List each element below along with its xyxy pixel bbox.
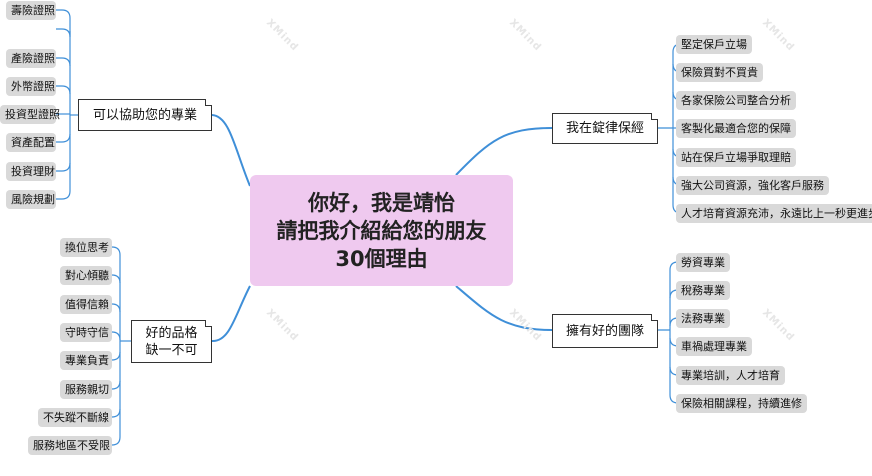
central-topic[interactable]: 你好，我是靖怡 請把我介紹給您的朋友 30個理由 bbox=[250, 175, 513, 286]
branch-topic-team[interactable]: 擁有好的團隊 bbox=[552, 314, 658, 348]
branch-topic-company[interactable]: 我在錠律保經 bbox=[552, 113, 658, 144]
central-line-2: 請把我介紹給您的朋友 bbox=[276, 218, 487, 243]
leaf-item[interactable]: 法務專業 bbox=[676, 309, 730, 328]
leaf-item[interactable]: 不失蹤不斷線 bbox=[38, 408, 112, 427]
leaf-item[interactable]: 換位思考 bbox=[60, 238, 112, 257]
leaf-item[interactable]: 稅務專業 bbox=[676, 281, 730, 300]
branch-label: 我在錠律保經 bbox=[565, 121, 644, 136]
leaf-item[interactable]: 堅定保戶立場 bbox=[676, 35, 752, 54]
leaf-item[interactable]: 各家保險公司整合分析 bbox=[676, 91, 796, 110]
leaf-item[interactable]: 產險證照 bbox=[6, 49, 56, 68]
central-line-3: 30個理由 bbox=[335, 246, 428, 271]
leaf-item[interactable]: 強大公司資源，強化客戶服務 bbox=[676, 176, 829, 195]
branch-label-2: 缺一不可 bbox=[145, 342, 198, 358]
leaf-item[interactable]: 對心傾聽 bbox=[60, 266, 112, 285]
leaf-item[interactable]: 投資型證照 bbox=[0, 105, 60, 124]
connector-central-to-branch-2 bbox=[211, 285, 251, 343]
leaf-item[interactable]: 人才培育資源充沛，永遠比上一秒更進步 bbox=[676, 204, 872, 223]
leaf-item[interactable]: 風險規劃 bbox=[6, 190, 56, 209]
leaf-item[interactable]: 守時守信 bbox=[60, 323, 112, 342]
leaf-item[interactable]: 保險買對不買貴 bbox=[676, 63, 763, 82]
leaf-item[interactable]: 保險相關課程，持續進修 bbox=[676, 394, 807, 413]
leaf-item[interactable]: 站在保戶立場爭取理賠 bbox=[676, 148, 796, 167]
leaf-item[interactable]: 專業負責 bbox=[60, 351, 112, 370]
branch-label: 可以協助您的專業 bbox=[92, 107, 197, 123]
branch-label: 擁有好的團隊 bbox=[565, 323, 644, 339]
connector-central-to-branch-1 bbox=[455, 127, 553, 176]
leaf-item[interactable]: 車禍處理專業 bbox=[676, 337, 752, 356]
branch-label: 好的品格 bbox=[145, 325, 198, 341]
leaf-item[interactable]: 客製化最適合您的保障 bbox=[676, 119, 796, 138]
leaf-item[interactable]: 服務親切 bbox=[60, 380, 112, 399]
leaf-item[interactable]: 勞資專業 bbox=[676, 253, 730, 272]
leaf-item[interactable]: 資產配置 bbox=[6, 133, 56, 152]
leaf-item[interactable]: 外幣證照 bbox=[6, 77, 56, 96]
leaf-item[interactable]: 服務地區不受限 bbox=[28, 436, 112, 455]
central-line-1: 你好，我是靖怡 bbox=[308, 190, 455, 215]
leaf-item[interactable]: 投資理財 bbox=[6, 162, 56, 181]
branch-topic-character[interactable]: 好的品格 缺一不可 bbox=[131, 320, 212, 363]
connector-central-to-branch-3 bbox=[455, 285, 553, 331]
leaf-item[interactable]: 壽險證照 bbox=[6, 1, 56, 20]
leaf-item[interactable]: 專業培訓，人才培育 bbox=[676, 366, 785, 385]
leaf-item[interactable]: 值得信賴 bbox=[60, 295, 112, 314]
branch-topic-professional[interactable]: 可以協助您的專業 bbox=[78, 99, 212, 131]
connector-central-to-branch-0 bbox=[211, 114, 251, 187]
